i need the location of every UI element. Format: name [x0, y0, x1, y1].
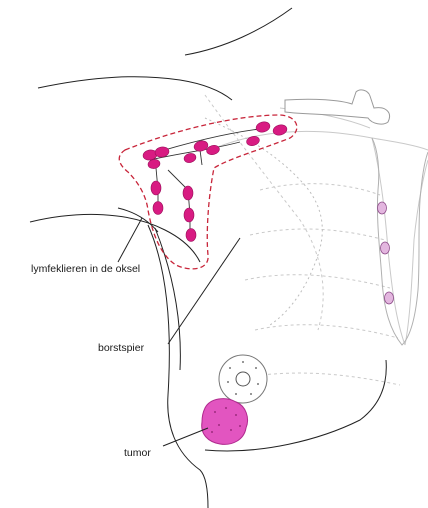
breast-outline [148, 225, 208, 508]
neck-outline [185, 8, 292, 55]
lymph-node [184, 208, 194, 222]
lymph-node [385, 292, 394, 304]
shoulder-outline [38, 77, 232, 100]
sternum [372, 138, 428, 345]
pectoral-muscle [205, 118, 322, 325]
lymph-node [183, 152, 197, 164]
label-pectoral-muscle: borstspier [98, 342, 145, 354]
tumor-mass [202, 399, 248, 445]
lymph-node [153, 202, 163, 215]
lymph-node [378, 202, 387, 214]
lymph-node [186, 229, 196, 242]
lymph-node [246, 135, 261, 147]
label-lymph-nodes: lymfeklieren in de oksel [31, 263, 140, 275]
lymph-node [183, 186, 193, 200]
lymph-node [255, 120, 271, 133]
leader-line-tumor [163, 428, 208, 446]
leader-line-lymph [118, 218, 142, 262]
areola [219, 355, 267, 403]
lymph-node [151, 181, 161, 195]
chest-contour-upper [30, 214, 200, 262]
label-tumor: tumor [124, 447, 151, 459]
breast-outline-inner [155, 228, 180, 370]
clavicle [285, 90, 390, 124]
axillary-lymph-nodes [142, 120, 288, 241]
leader-line-muscle [168, 238, 240, 344]
lymph-node [272, 123, 288, 136]
lymph-node [381, 242, 390, 254]
